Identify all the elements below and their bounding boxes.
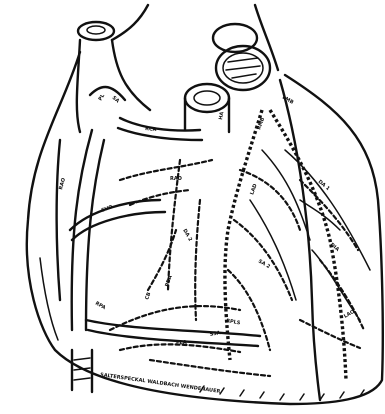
label-rpa: RPA — [94, 301, 107, 312]
label-rmb: RMB — [256, 117, 266, 131]
pulmonary-ring-lines — [226, 58, 260, 78]
lateral-artery-3 — [250, 200, 296, 300]
upper-arch — [112, 5, 148, 40]
rca-left-vessel — [57, 140, 60, 300]
aorta-opening-inner — [87, 26, 105, 34]
label-svo: SVO — [101, 204, 114, 214]
label-sa: SA — [111, 95, 121, 104]
aorta — [77, 40, 150, 132]
rca-vessel — [118, 118, 202, 140]
right-dashed-b — [320, 260, 364, 330]
label-sa2: SA 2 — [257, 259, 271, 271]
aortic-root — [185, 84, 229, 112]
label-da2: DA 2 — [181, 228, 193, 243]
diagonal-dashed-1 — [240, 170, 300, 230]
label-rad: RAD — [170, 176, 182, 182]
short-dashed-1 — [130, 190, 190, 205]
label-lmb: LMB — [281, 95, 295, 106]
aortic-root-inner — [194, 91, 220, 105]
label-ha: HA — [218, 111, 225, 120]
aorta-opening — [78, 22, 114, 40]
label-cb: CB — [144, 291, 152, 300]
ivc-hatch — [74, 358, 90, 380]
label-ssa: SSA — [209, 330, 221, 338]
right-dashed-c — [300, 320, 360, 348]
lower-dashed — [150, 360, 270, 376]
lateral-artery-1 — [280, 80, 320, 400]
label-pl: PL — [98, 92, 107, 102]
base-ticks — [200, 386, 364, 400]
label-pla: PLA — [176, 340, 187, 346]
lateral-artery-4 — [285, 150, 370, 270]
label-rao: RAO — [58, 177, 67, 190]
rca-marginal-branch — [70, 200, 165, 240]
rad-dashed — [120, 160, 212, 180]
label-rca: RCA — [145, 126, 157, 133]
label-lad: LAD — [249, 183, 258, 196]
septal-dashed-2 — [195, 200, 200, 320]
label-pda: PDA — [164, 275, 174, 288]
upper-vessel-line — [255, 5, 278, 70]
